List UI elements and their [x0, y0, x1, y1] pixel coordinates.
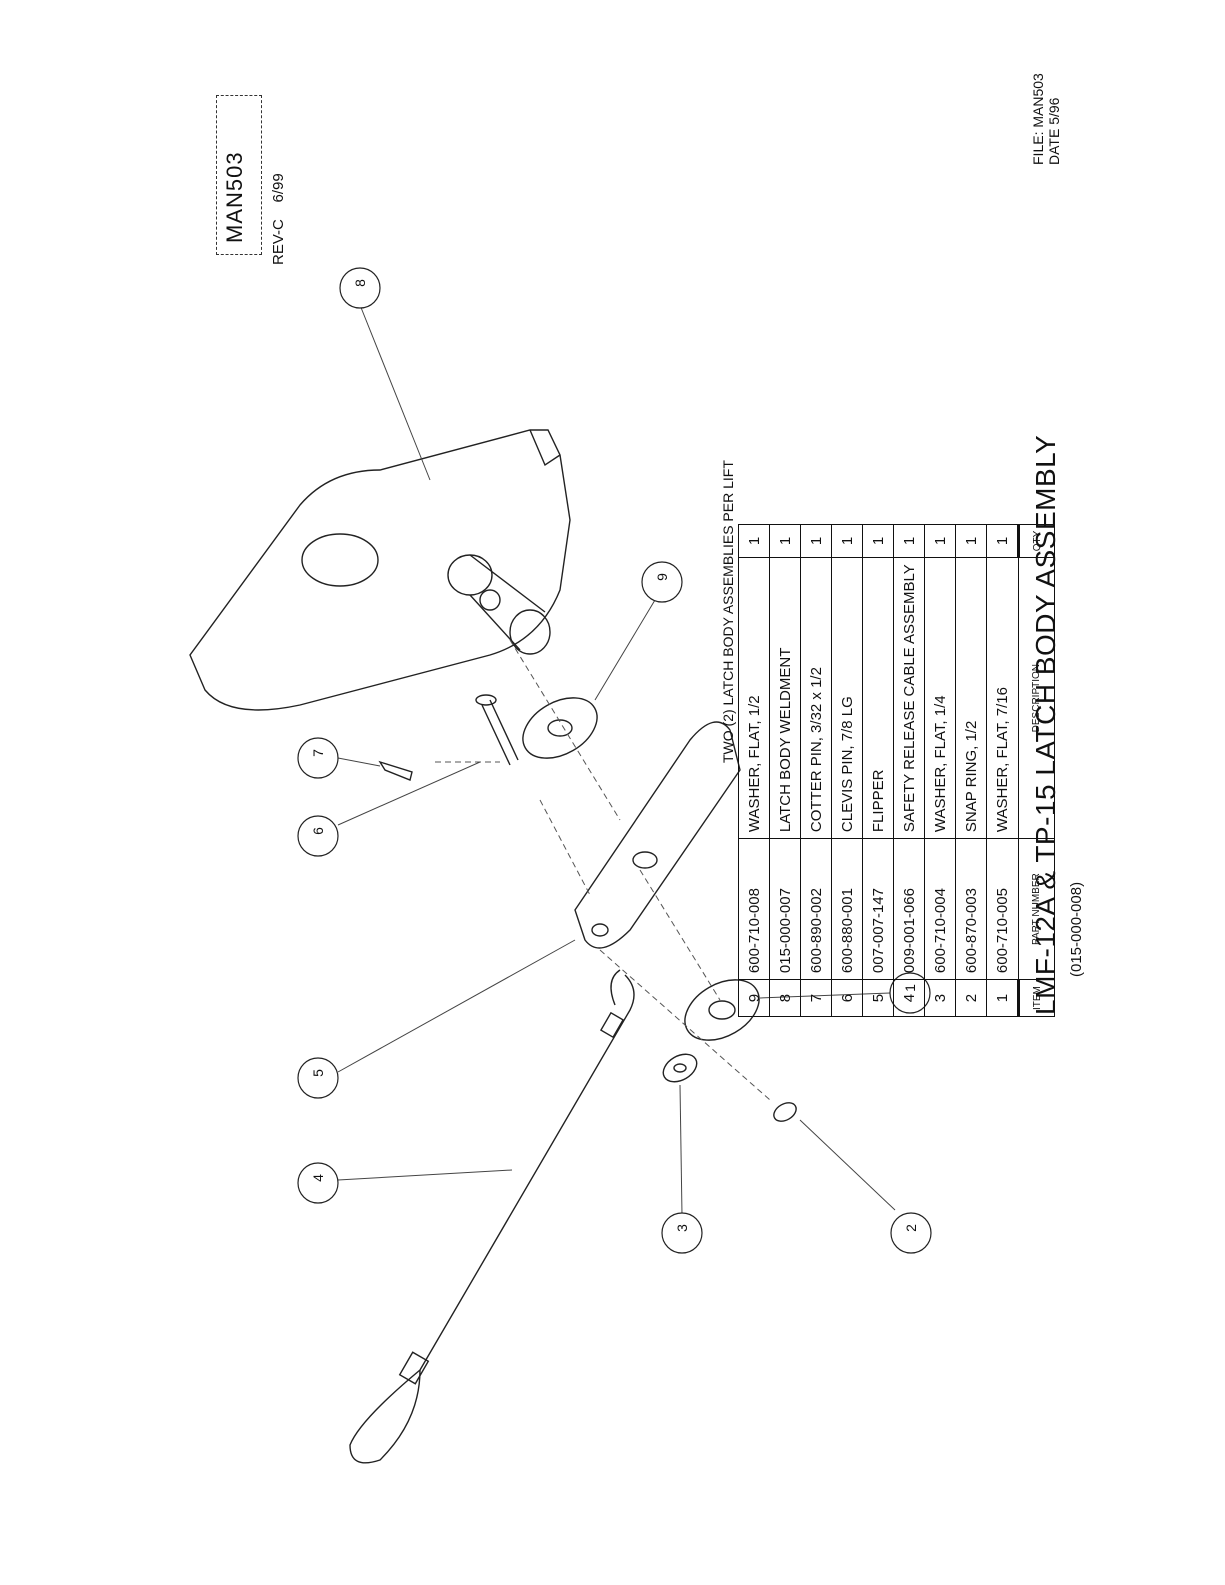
file-info: FILE: MAN503 DATE 5/96: [1030, 73, 1062, 165]
cell-qty: 1: [800, 524, 832, 558]
cell-description: SAFETY RELEASE CABLE ASSEMBLY: [893, 557, 925, 839]
cell-qty: 1: [986, 524, 1019, 558]
cell-item: 7: [800, 979, 832, 1017]
cell-part-number: 007-007-147: [862, 838, 894, 980]
cell-description: WASHER, FLAT, 1/2: [738, 557, 770, 839]
callout-4: 4: [310, 1174, 326, 1182]
cell-qty: 1: [769, 524, 801, 558]
latch-body-weldment: [189, 429, 571, 711]
assembly-note: TWO (2) LATCH BODY ASSEMBLIES PER LIFT: [720, 460, 736, 763]
cell-item: 9: [738, 979, 770, 1017]
snap-ring: [773, 1102, 797, 1122]
cell-qty: 1: [955, 524, 987, 558]
cell-item: 5: [862, 979, 894, 1017]
callout-7: 7: [310, 749, 326, 757]
callout-3: 3: [674, 1224, 690, 1232]
revision: REV-C: [270, 219, 287, 265]
callout-5: 5: [310, 1069, 326, 1077]
cell-description: CLEVIS PIN, 7/8 LG: [831, 557, 863, 839]
revision-date: 6/99: [270, 173, 287, 203]
revision-line: REV-C 6/99: [270, 173, 287, 265]
callout-8: 8: [352, 279, 368, 287]
date-label: DATE 5/96: [1046, 97, 1062, 165]
cell-description: WASHER, FLAT, 1/4: [924, 557, 956, 839]
flipper: [574, 721, 741, 949]
cell-qty: 1: [924, 524, 956, 558]
cell-item: 1: [986, 979, 1019, 1017]
cotter-pin: [378, 760, 413, 781]
washer-9: [522, 697, 598, 759]
file-label: FILE: MAN503: [1030, 73, 1046, 165]
cell-description: FLIPPER: [862, 557, 894, 839]
cell-qty: 1: [738, 524, 770, 558]
cell-part-number: 600-710-005: [986, 838, 1019, 980]
cell-part-number: 015-000-007: [769, 838, 801, 980]
cell-part-number: 600-710-004: [924, 838, 956, 980]
cell-item: 8: [769, 979, 801, 1017]
callout-6: 6: [310, 827, 326, 835]
cell-part-number: 600-880-001: [831, 838, 863, 980]
drawing-id: MAN503: [222, 151, 247, 243]
washer-3: [662, 1053, 698, 1083]
cell-item: 4: [893, 979, 925, 1017]
cell-qty: 1: [862, 524, 894, 558]
cell-part-number: 600-710-008: [738, 838, 770, 980]
drawing-title: LMF-12A & TP-15 LATCH BODY ASSEMBLY: [1030, 434, 1061, 1015]
callout-9: 9: [654, 573, 670, 581]
callout-1: 1: [902, 984, 918, 992]
cell-description: LATCH BODY WELDMENT: [769, 557, 801, 839]
cell-description: WASHER, FLAT, 7/16: [986, 557, 1019, 839]
cell-item: 2: [955, 979, 987, 1017]
cell-qty: 1: [893, 524, 925, 558]
cell-item: 3: [924, 979, 956, 1017]
safety-release-cable: [419, 974, 635, 1371]
cell-part-number: 600-870-003: [955, 838, 987, 980]
cell-part-number: 600-890-002: [800, 838, 832, 980]
cell-part-number: 009-001-066: [893, 838, 925, 980]
cell-description: SNAP RING, 1/2: [955, 557, 987, 839]
cell-qty: 1: [831, 524, 863, 558]
cell-description: COTTER PIN, 3/32 x 1/2: [800, 557, 832, 839]
washer-1: [684, 979, 760, 1041]
clevis-pin: [481, 699, 519, 766]
drawing-subtitle: (015-000-008): [1068, 881, 1085, 977]
callout-2: 2: [903, 1224, 919, 1232]
cell-item: 6: [831, 979, 863, 1017]
